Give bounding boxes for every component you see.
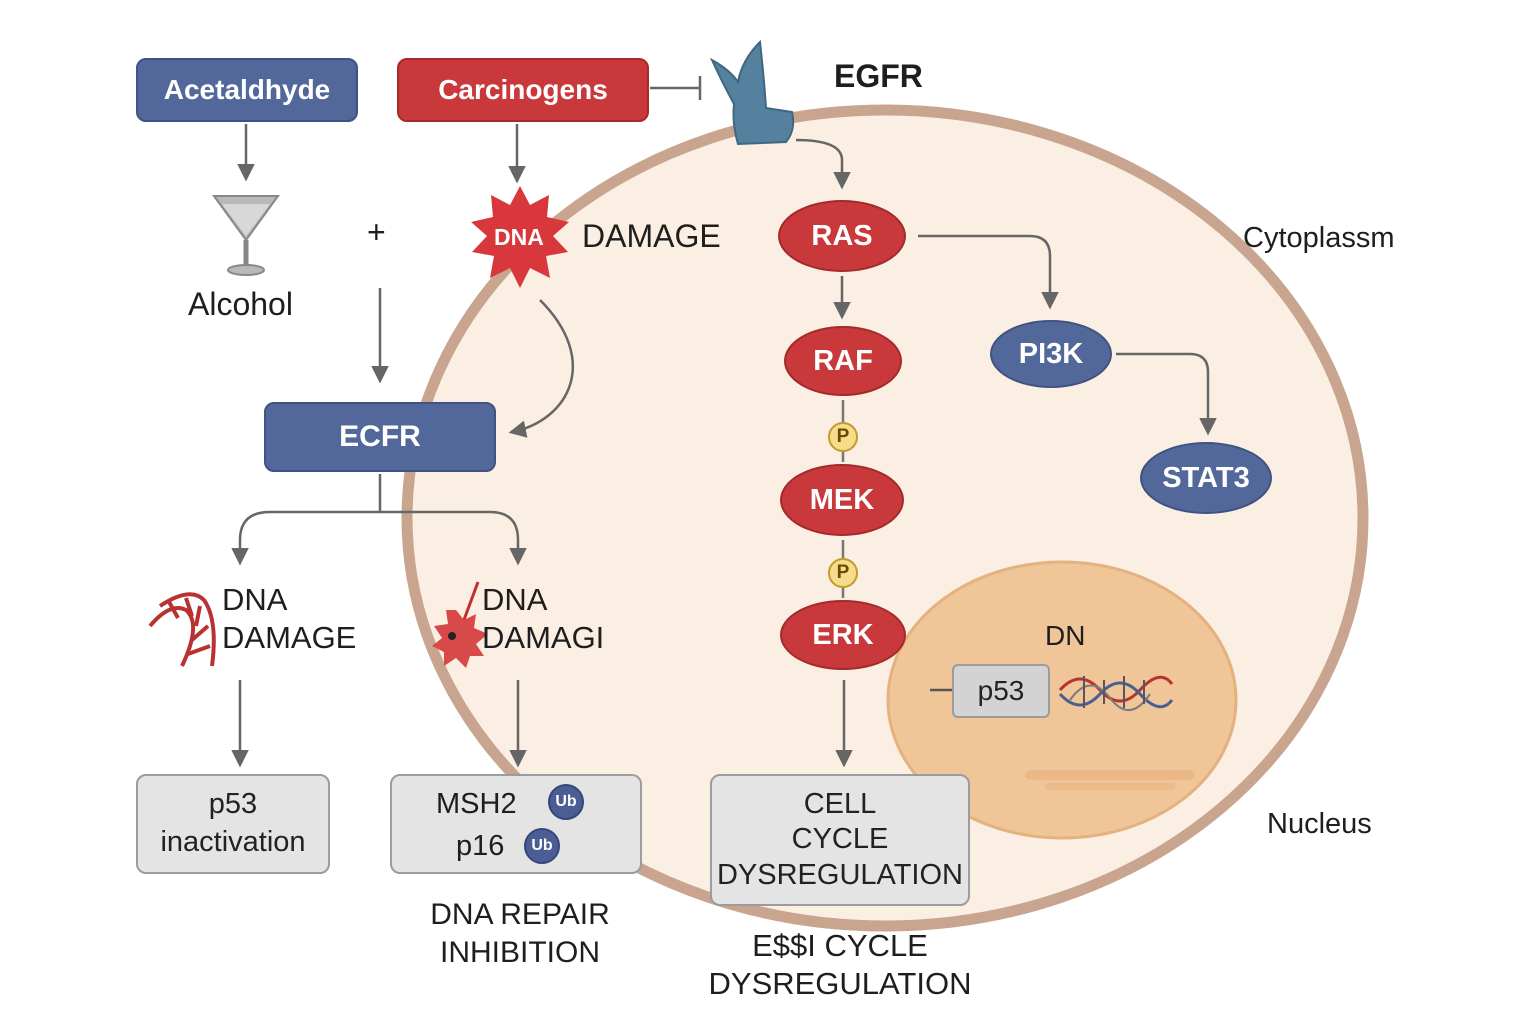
ub-badge-msh2: Ub bbox=[548, 784, 584, 820]
mek-node: MEK bbox=[780, 464, 904, 536]
dna-repair-box bbox=[390, 774, 642, 874]
dna-damage-left-line2: DAMAGE bbox=[222, 620, 357, 655]
dna-damage-burst-icon bbox=[471, 186, 569, 288]
alcohol-label: Alcohol bbox=[188, 286, 293, 322]
ras-node: RAS bbox=[778, 200, 906, 272]
nucleus-dn-label: DN bbox=[1045, 620, 1086, 651]
chromatin-smudge bbox=[1025, 770, 1195, 780]
cell-cycle-line3: DYSREGULATION bbox=[716, 858, 963, 891]
carcinogens-box: Carcinogens bbox=[397, 58, 649, 122]
dna-damage-mid-line1: DNA bbox=[482, 582, 548, 617]
egfr-label: EGFR bbox=[834, 58, 923, 94]
p53-inactivation-box: p53 inactivation bbox=[136, 774, 330, 874]
cell-cycle-box: CELL CYCLE DYSREGULATION bbox=[710, 774, 970, 906]
ecfr-box: ECFR bbox=[264, 402, 496, 472]
egfr-receptor-icon bbox=[709, 39, 795, 146]
p53-nucleus-box: p53 bbox=[952, 664, 1050, 718]
erk-node: ERK bbox=[780, 600, 906, 670]
damaged-dna-icon bbox=[432, 581, 488, 668]
cell-cycle-line2: CYCLE bbox=[791, 823, 889, 856]
cell-cycle-line1: CELL bbox=[803, 787, 877, 820]
chromatin-smudge-2 bbox=[1045, 783, 1175, 790]
dna-damage-left-line1: DNA bbox=[222, 582, 288, 617]
p53-inactivation-line2: inactivation bbox=[160, 826, 306, 858]
dna-damage-mid-line2: DAMAGI bbox=[482, 620, 605, 655]
nucleus-body bbox=[886, 560, 1238, 840]
cytoplasm-label: Cytoplassm bbox=[1243, 222, 1395, 254]
pi3k-node: PI3K bbox=[990, 320, 1112, 388]
damage-top-label: DAMAGE bbox=[582, 218, 721, 254]
dna-burst-label: DNA bbox=[494, 224, 544, 250]
msh2-label: MSH2 bbox=[436, 788, 517, 820]
dna-repair-line2: INHIBITION bbox=[439, 936, 600, 969]
stat3-node: STAT3 bbox=[1140, 442, 1272, 514]
bottom-caption-line2: DYSREGULATION bbox=[708, 966, 972, 1001]
acetaldehyde-box: Acetaldhyde bbox=[136, 58, 358, 122]
dna-helix-icon bbox=[148, 592, 216, 667]
phospho-badge-2: P bbox=[828, 558, 858, 588]
nucleus-label: Nucleus bbox=[1267, 808, 1372, 840]
phospho-badge-1: P bbox=[828, 422, 858, 452]
dna-repair-line1: DNA REPAIR bbox=[430, 898, 610, 931]
nucleus-dna-helix-icon bbox=[1058, 675, 1174, 711]
ub-badge-p16: Ub bbox=[524, 828, 560, 864]
bottom-caption-line1: E$$I CYCLE bbox=[752, 928, 928, 963]
martini-glass-icon bbox=[212, 195, 280, 276]
raf-node: RAF bbox=[784, 326, 902, 396]
p53-inactivation-line1: p53 bbox=[208, 788, 258, 821]
plus-sign: + bbox=[367, 214, 386, 250]
arrows bbox=[240, 124, 1217, 768]
p16-label: p16 bbox=[456, 830, 505, 862]
